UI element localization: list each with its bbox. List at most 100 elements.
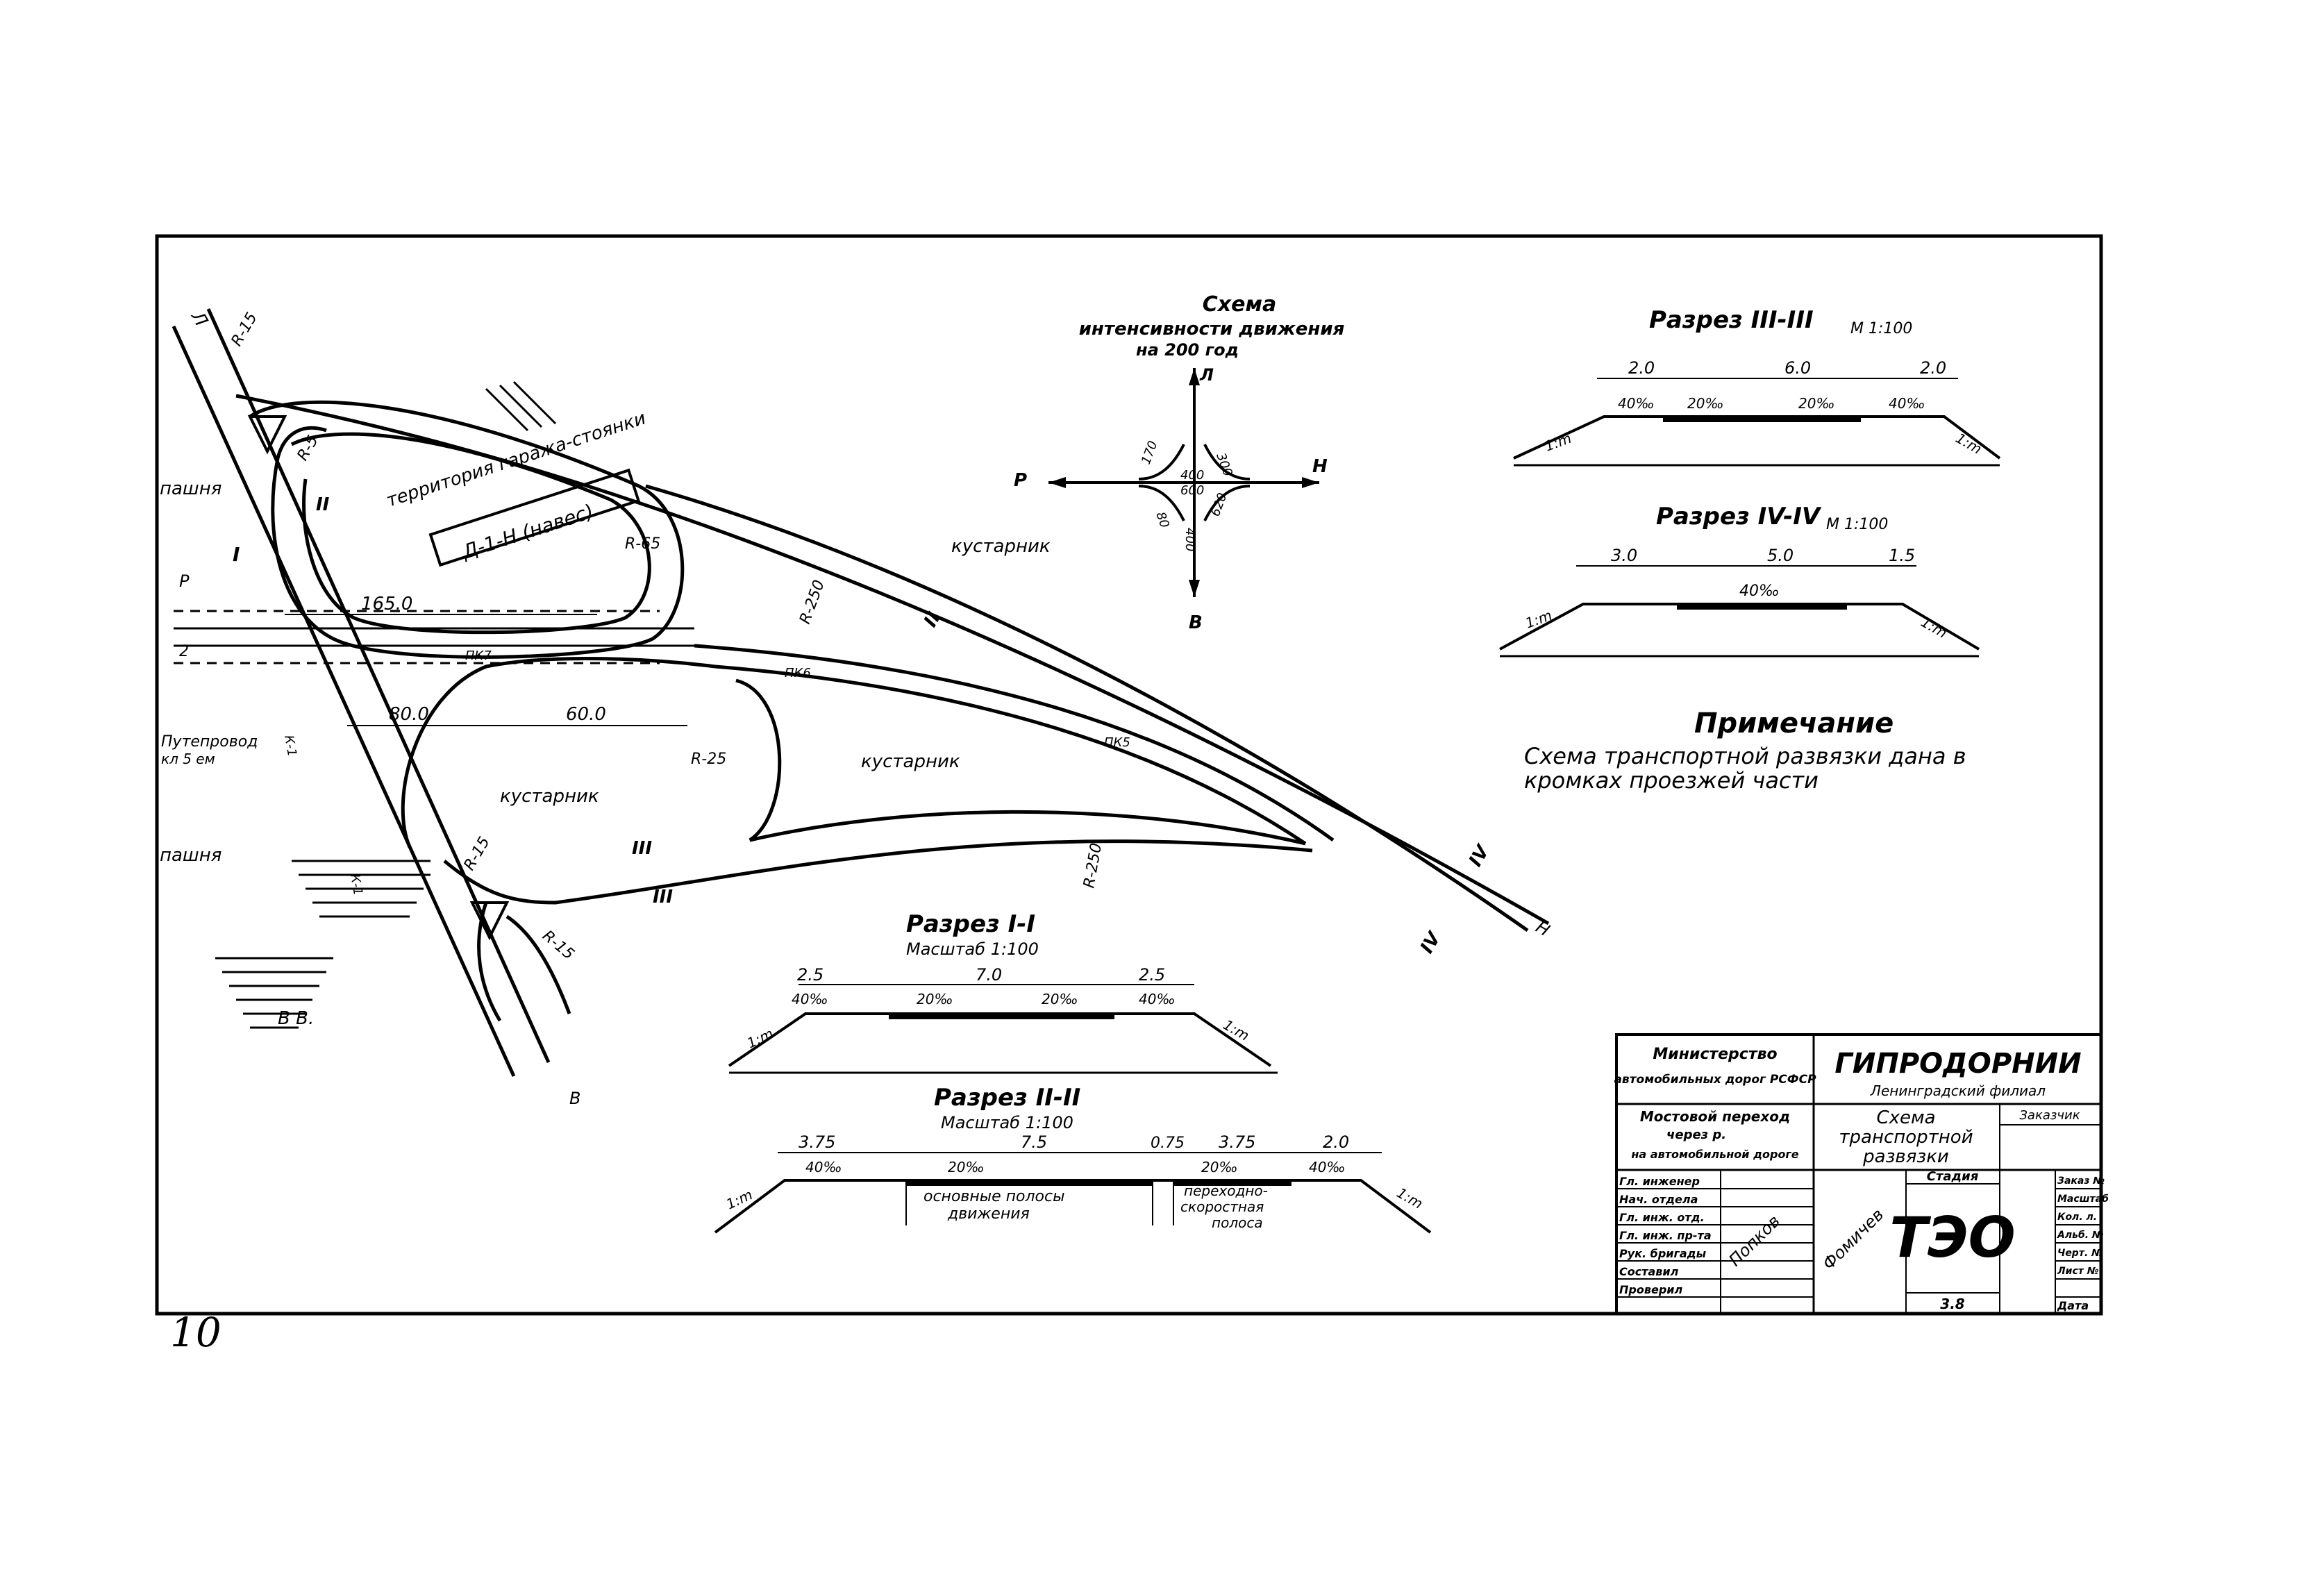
section2-lane-main-2: движения [947,1205,1030,1223]
section1-w-right: 2.5 [1139,965,1165,985]
tb-customer: Заказчик [2019,1108,2080,1123]
label-kustarnik-mid: кустарник [861,751,960,772]
tb-object-3: на автомобильной дороге [1631,1148,1798,1161]
label-dir-r: Р [179,571,190,591]
label-garage: территория гаража-стоянки [384,408,649,511]
tb-right-5: Черт. № [2057,1248,2103,1259]
section2-scale: Масштаб 1:100 [941,1113,1073,1132]
section1-slope-m2: 20‰ [1042,991,1078,1007]
section4-w-right: 1.5 [1889,546,1915,565]
section2-lane-main-1: основные полосы [923,1188,1064,1205]
tb-drawing-2: транспортной [1839,1127,1973,1148]
section2-title: Разрез II-II [934,1084,1080,1112]
dim-165: 165.0 [361,594,412,614]
traffic-val-5: 80 [1153,510,1172,530]
section3-w-mid: 6.0 [1784,358,1811,378]
interchange-plan: Л пашня пашня территория гаража-стоянки … [160,308,1553,1108]
label-pashnya-top: пашня [160,478,221,499]
traffic-dir-n: Л [1199,365,1214,385]
section3-slope-m1: 20‰ [1687,395,1723,412]
tb-role-3: Гл. инж. отд. [1619,1211,1705,1224]
section4-embank-l: 1:m [1523,607,1555,632]
tb-stage-label: Стадия [1927,1169,1979,1184]
section3-w-left: 2.0 [1628,358,1655,378]
section-3: Разрез III-III М 1:100 2.0 6.0 2.0 40‰ 2… [1513,306,2001,467]
section2-w-gap: 0.75 [1151,1135,1185,1152]
traffic-title-1: Схема [1203,292,1276,317]
traffic-val-3: 400 [1180,468,1204,483]
tb-ministry-1: Министерство [1653,1046,1777,1063]
section3-w-right: 2.0 [1920,358,1946,378]
tb-role-6: Составил [1619,1265,1679,1278]
section4-scale: М 1:100 [1826,516,1888,533]
section3-embank-l: 1:m [1543,430,1574,455]
traffic-val-7: 620 [1208,491,1230,518]
tb-stage: ТЭО [1889,1205,2015,1270]
tb-org-2: Ленинградский филиал [1870,1082,2046,1099]
section1-embank-r: 1:m [1221,1016,1253,1044]
label-pk6: ПК6 [785,666,811,680]
section2-slope-r2: 40‰ [1309,1159,1345,1175]
section1-embank-l: 1:m [744,1025,776,1051]
section2-slope-m: 20‰ [948,1159,984,1175]
section2-lane-trans-3: полоса [1212,1214,1263,1231]
tb-right-3: Кол. л. [2057,1212,2097,1223]
label-pashnya-bottom: пашня [160,845,221,866]
tb-org-1: ГИПРОДОРНИИ [1834,1048,2081,1080]
section1-slope-l: 40‰ [792,991,828,1007]
section1-scale: Масштаб 1:100 [906,939,1039,959]
tb-right-2: Масштаб [2057,1194,2109,1205]
section-mark-4: IV [1465,841,1494,870]
dim-60: 60.0 [566,704,606,725]
tb-ministry-2: автомобильных дорог РСФСР [1614,1073,1816,1087]
section2-embank-l: 1:m [724,1186,755,1212]
dim-r15-left: R-15 [461,834,494,873]
tb-drawing-3: развязки [1862,1146,1949,1167]
traffic-title-3: на 200 год [1136,340,1239,360]
dim-r250-top: R-250 [796,578,828,626]
label-dir-2: 2 [179,643,189,660]
page-number: 10 [170,1309,221,1356]
section1-w-mid: 7.0 [976,965,1002,985]
hatched-area [215,860,430,1029]
note: Примечание Схема транспортной развязки д… [1524,708,1966,794]
section-4: Разрез IV-IV М 1:100 3.0 5.0 1.5 40‰ 1:m… [1499,503,1980,658]
section2-lane-trans-1: переходно- [1184,1182,1268,1199]
tb-bottom-code: 3.8 [1940,1296,1965,1312]
section4-w-mid: 5.0 [1767,546,1794,565]
label-km2: К-1 [347,873,365,896]
tb-role-7: Проверил [1619,1283,1682,1296]
title-block: Министерство автомобильных дорог РСФСР Г… [1614,1033,2109,1315]
tb-right-7: Дата [2057,1299,2089,1312]
section2-w-r2: 2.0 [1323,1132,1349,1152]
section4-slope-m: 40‰ [1739,583,1780,600]
note-title: Примечание [1694,708,1894,739]
label-puteprovod-sub: кл 5 ем [161,751,215,767]
dim-r15-top: R-15 [228,310,261,349]
section-2: Разрез II-II Масштаб 1:100 3.75 7.5 0.75… [714,1084,1432,1234]
section-mark-2: II [316,494,330,515]
label-pk5: ПК5 [1104,735,1130,750]
garage-building [428,468,641,567]
section-mark-3b: III [653,887,673,907]
section3-scale: М 1:100 [1850,320,1912,337]
section1-slope-m1: 20‰ [917,991,953,1007]
tb-role-4: Гл. инж. пр-та [1619,1229,1712,1242]
dim-r65: R-65 [625,535,660,553]
tb-role-5: Рук. бригады [1619,1247,1707,1260]
traffic-intensity-scheme: Схема интенсивности движения на 200 год … [1014,292,1344,633]
tb-object-2: через р. [1666,1128,1726,1142]
traffic-val-2: 300 [1213,451,1235,478]
label-dir-n: Н [1532,917,1553,940]
section2-lane-trans-2: скоростная [1180,1198,1264,1215]
traffic-title-2: интенсивности движения [1079,319,1345,340]
traffic-dir-e: Н [1312,456,1328,477]
section3-embank-r: 1:m [1953,430,1985,458]
note-line-2: кромках проезжей части [1524,767,1819,794]
section3-slope-r: 40‰ [1889,395,1925,412]
tb-right-1: Заказ № [2057,1175,2105,1187]
label-puteprovod: Путепровод [161,733,258,751]
label-km1: К-1 [281,734,299,758]
section4-w-left: 3.0 [1611,546,1637,565]
